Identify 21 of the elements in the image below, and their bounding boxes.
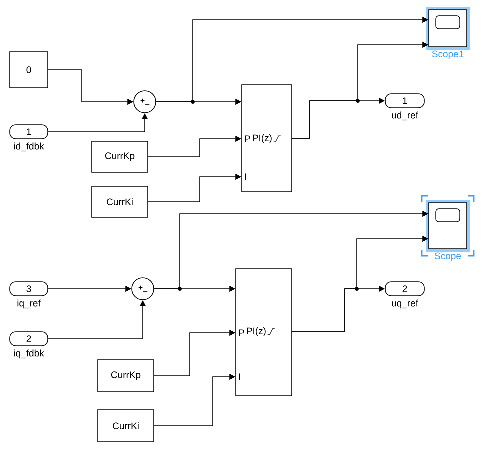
sum-block: +_ [132,278,154,300]
constant-block: CurrKp [98,360,154,392]
block-label: iq_fdbk [14,350,44,359]
port-block: 3 [10,282,48,296]
block-label: Scope [434,252,462,262]
constant-block: CurrKp [92,141,148,173]
port-block: 1 [385,94,425,108]
block-label: Scope1 [432,50,464,60]
pi-controller-block: P PI(z) I [236,268,292,396]
block-label: id_fdbk [14,142,44,152]
port-block: 2 [10,332,48,346]
constant-block: CurrKi [92,186,148,218]
port-block: 1 [10,124,48,140]
sum-block: +_ [134,90,156,114]
block-label: iq_ref [18,300,41,309]
constant-block: CurrKi [98,410,154,442]
pi-controller-block: P PI(z) I [242,84,292,192]
block-label: ud_ref [392,112,418,121]
port-block: 2 [385,282,425,296]
constant-block: 0 [10,52,48,88]
block-label: uq_ref [392,300,418,309]
